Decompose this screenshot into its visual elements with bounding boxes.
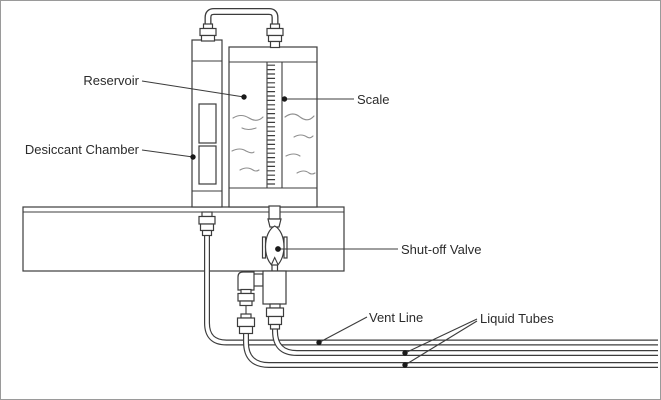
desiccant-window-lower — [198, 145, 217, 185]
desiccant-window-upper — [198, 103, 217, 144]
scale-anchor-dot — [281, 96, 288, 102]
elbow-fitting — [237, 271, 255, 291]
liquid-tube-left-branch — [243, 305, 658, 368]
leader-lines — [141, 80, 478, 368]
bottom-port-nut — [265, 303, 285, 330]
vent-line-leader — [318, 316, 368, 343]
left-branch-lower-nut — [236, 313, 256, 335]
reservoir-anchor-dot — [241, 94, 247, 100]
label-liquid-tubes: Liquid Tubes — [480, 311, 554, 326]
label-scale: Scale — [357, 92, 390, 107]
desiccant-chamber-body — [191, 39, 223, 208]
liquid-tube-anchor-dot-1 — [402, 350, 408, 356]
desiccant-anchor-dot — [190, 154, 196, 160]
liquid-tubes-leader-1 — [404, 318, 478, 354]
liquid-wave-lines — [231, 113, 316, 175]
desiccant-top-fitting — [199, 23, 217, 42]
linework-group — [22, 8, 658, 368]
tee-block — [262, 270, 287, 305]
liquid-tube-anchor-dot-2 — [402, 362, 408, 368]
desiccant-leader — [141, 149, 194, 158]
shutoff-valve — [261, 205, 288, 272]
reservoir-body — [228, 46, 318, 208]
reservoir-top-fitting — [266, 23, 284, 49]
label-reservoir: Reservoir — [83, 73, 139, 88]
mounting-panel — [22, 206, 345, 272]
vent-line-fitting — [198, 211, 216, 237]
vent-line-anchor-dot — [316, 339, 322, 346]
vent-line-tube — [204, 235, 658, 346]
scale-column — [266, 62, 283, 188]
left-branch-upper-nut — [237, 288, 255, 307]
label-desiccant-chamber: Desiccant Chamber — [25, 142, 140, 157]
label-vent-line: Vent Line — [369, 310, 423, 325]
crossover-tube — [204, 8, 279, 26]
reservoir-leader — [141, 80, 245, 98]
labels-group: Reservoir Desiccant Chamber Scale Shut-o… — [25, 73, 554, 326]
shutoff-valve-anchor-dot — [275, 246, 281, 252]
liquid-tube-bottom-port — [272, 328, 658, 356]
liquid-tubes-leader-2 — [404, 320, 478, 366]
tee-fitting — [237, 270, 287, 305]
label-shutoff-valve: Shut-off Valve — [401, 242, 481, 257]
